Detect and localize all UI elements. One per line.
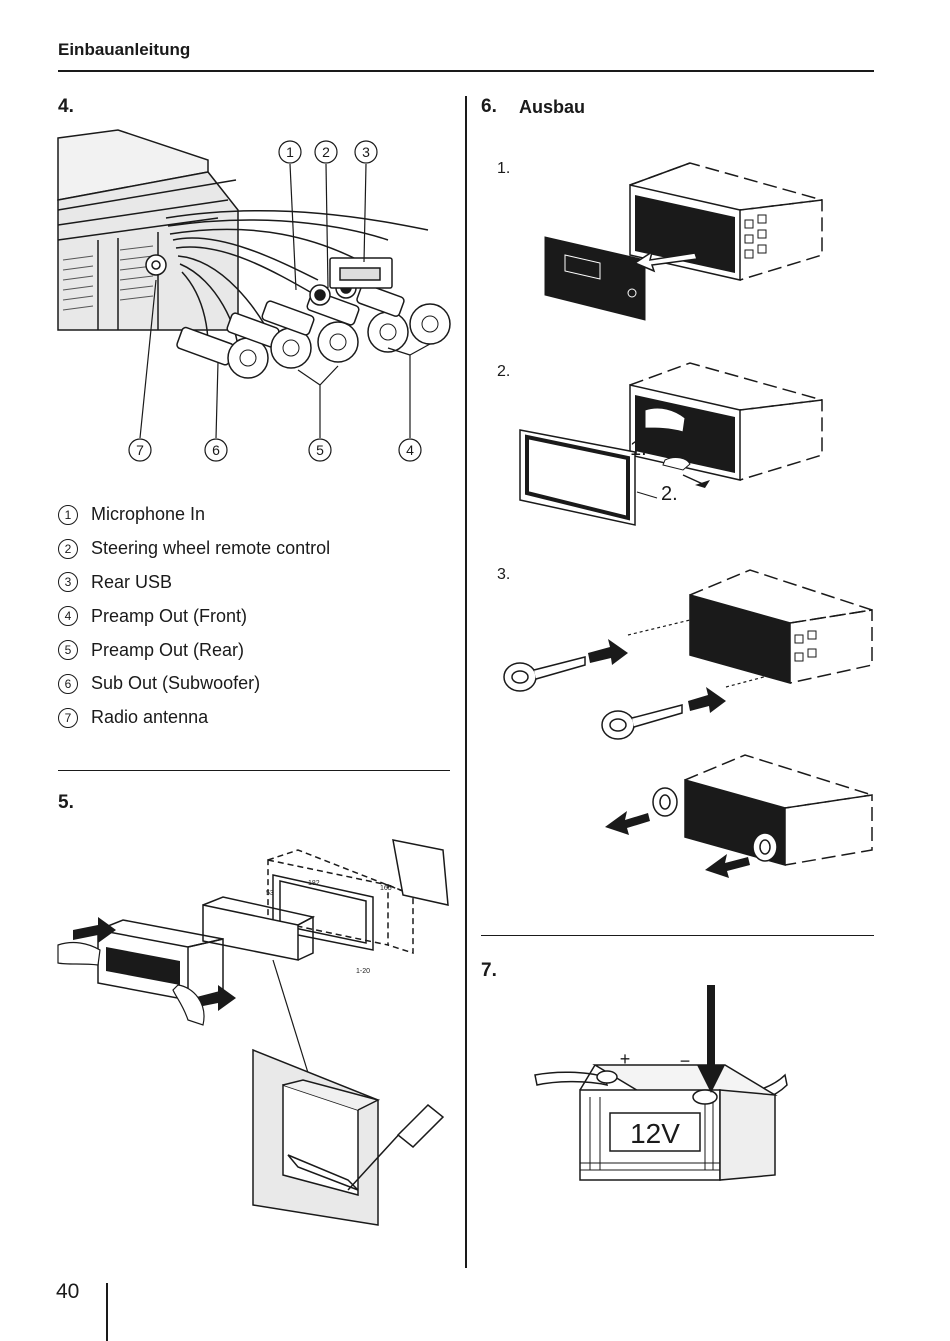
- callout-bottom-7: 7: [136, 442, 144, 458]
- legend-label: Sub Out (Subwoofer): [91, 673, 261, 694]
- section-6-number: 6.: [481, 96, 497, 117]
- battery-plus-sign: +: [620, 1049, 631, 1069]
- section-divider: [58, 770, 450, 771]
- step-2-number: 2.: [497, 363, 511, 380]
- legend-item: 7 Radio antenna: [58, 701, 330, 735]
- footer-divider: [106, 1283, 108, 1341]
- removal-step-3-diagram: [503, 569, 873, 878]
- legend-item: 3 Rear USB: [58, 566, 330, 600]
- legend-number: 3: [58, 572, 78, 593]
- legend-label: Radio antenna: [91, 707, 209, 728]
- callout-top-3: 3: [362, 144, 370, 160]
- callout-step-2b: 2.: [661, 483, 678, 505]
- connector-diagram: 1 2 3 7 6 5 4: [57, 129, 451, 462]
- legend-item: 6 Sub Out (Subwoofer): [58, 667, 330, 701]
- step-1-number: 1.: [497, 160, 511, 177]
- page-number: 40: [56, 1280, 80, 1303]
- legend-number: 1: [58, 504, 78, 525]
- callout-bottom-4: 4: [406, 442, 414, 458]
- connector-legend: 1 Microphone In 2 Steering wheel remote …: [58, 498, 330, 735]
- dim-panel: 1-20: [356, 968, 370, 975]
- dim-height: 53: [266, 890, 274, 897]
- legend-label: Preamp Out (Front): [91, 605, 248, 626]
- section-4-number: 4.: [58, 96, 74, 117]
- legend-number: 6: [58, 673, 78, 694]
- section-5-number: 5.: [58, 792, 74, 813]
- installation-diagram: 182 53 165 1-20: [57, 839, 449, 1226]
- dim-depth: 165: [380, 885, 392, 892]
- page-header-title: Einbauanleitung: [58, 40, 191, 59]
- legend-label: Steering wheel remote control: [91, 538, 331, 559]
- battery-voltage-label: 12V: [630, 1118, 680, 1149]
- callout-bottom-5: 5: [316, 442, 324, 458]
- removal-step-1-diagram: [544, 162, 823, 321]
- dim-width: 182: [308, 880, 320, 887]
- legend-label: Preamp Out (Rear): [91, 639, 245, 660]
- legend-number: 4: [58, 606, 78, 627]
- removal-step-2-diagram: 1. 2.: [519, 362, 823, 526]
- section-divider: [481, 935, 874, 936]
- section-7-number: 7.: [481, 960, 497, 981]
- step-3-number: 3.: [497, 566, 511, 583]
- section-6-title: Ausbau: [519, 97, 586, 117]
- battery-minus-sign: −: [680, 1051, 691, 1071]
- callout-bottom-6: 6: [212, 442, 220, 458]
- legend-item: 1 Microphone In: [58, 498, 330, 532]
- legend-number: 2: [58, 538, 78, 559]
- legend-label: Microphone In: [91, 504, 206, 525]
- callout-top-1: 1: [286, 144, 294, 160]
- header-rule: [58, 70, 874, 72]
- legend-number: 5: [58, 640, 78, 661]
- legend-item: 5 Preamp Out (Rear): [58, 633, 330, 667]
- legend-item: 2 Steering wheel remote control: [58, 532, 330, 566]
- legend-number: 7: [58, 707, 78, 728]
- callout-step-2a: 1.: [630, 438, 647, 460]
- legend-label: Rear USB: [91, 571, 173, 592]
- battery-diagram: 12V + −: [534, 985, 788, 1181]
- column-divider: [465, 96, 467, 1268]
- callout-top-2: 2: [322, 144, 330, 160]
- legend-item: 4 Preamp Out (Front): [58, 599, 330, 633]
